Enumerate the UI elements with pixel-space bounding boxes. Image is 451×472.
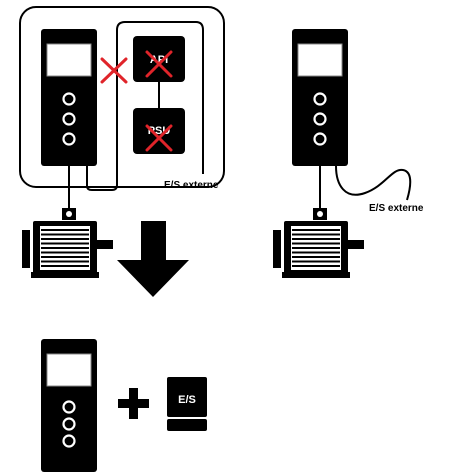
motor-icon [273,208,364,278]
drive-bottom-screen [46,353,92,387]
cross-mark-icon [145,50,173,78]
motor-icon [22,208,113,278]
drive-right [292,29,348,166]
psu-module: PSU [133,108,185,154]
cable-internal [86,21,204,191]
plc-module: API [133,36,185,82]
enclosure-panel [19,6,225,188]
drive-left [41,29,97,166]
drive-bottom [41,339,97,472]
io-module: E/S [167,377,207,431]
io-module-label: E/S [178,394,196,406]
external-io-label-left: E/S externe [164,180,219,191]
down-arrow-icon [117,221,189,297]
cross-mark-icon [100,57,128,84]
drive-left-screen [46,43,92,77]
plc-label: API [150,54,168,66]
drive-right-screen [297,43,343,77]
cross-mark-icon [145,124,173,152]
cable-external-right [335,165,412,201]
plus-icon [118,388,149,419]
external-io-label-right: E/S externe [369,203,424,214]
